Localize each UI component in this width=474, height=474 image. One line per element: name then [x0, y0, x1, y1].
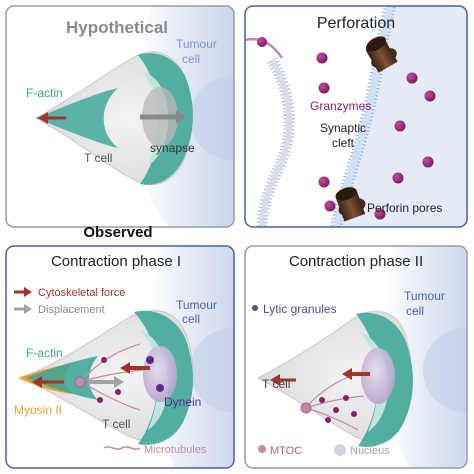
force-arrow-head: [270, 374, 280, 386]
f-actin-label: F-actin: [26, 346, 63, 360]
panel-title: Perforation: [317, 15, 395, 32]
tumour-label: Tumour: [176, 37, 217, 51]
nucleus: [143, 346, 177, 402]
legend-displacement: Displacement: [38, 304, 105, 316]
legend-displacement-swatch-head: [24, 304, 32, 314]
tumour-label: Tumour: [404, 289, 445, 303]
granzyme-dot: [257, 37, 267, 47]
mtoc-label: MTOC: [270, 445, 302, 457]
tumour-label: Tumour: [176, 298, 217, 312]
lytic-granule: [351, 411, 357, 417]
perforin-pores-label: Perforin pores: [367, 201, 442, 215]
t-cell-label: T cell: [262, 377, 290, 391]
legend-cytoskeletal-force: Cytoskeletal force: [38, 287, 125, 299]
legend-microtubule-swatch: [103, 446, 141, 450]
granzyme-dot: [394, 120, 406, 132]
lytic-granule: [319, 397, 325, 403]
legend-force-swatch-head: [24, 287, 32, 297]
panel-frame: [244, 5, 468, 228]
synapse-label: synapse: [150, 141, 195, 155]
tumour-nucleus: [190, 76, 234, 160]
lytic-granule: [101, 357, 107, 363]
displacement-arrow-head: [176, 110, 186, 124]
force-arrow-head: [120, 362, 130, 374]
perforin-pore-top: [365, 36, 398, 73]
granzyme-dot: [324, 200, 336, 212]
observed-heading: Observed: [83, 224, 152, 241]
f-actin-lamella: [26, 356, 98, 400]
panel-hypothetical: Hypothetical Tumour cell F-actin T cell …: [5, 5, 235, 228]
nucleus-legend-dot: [334, 444, 346, 456]
panel-title: Contraction phase II: [289, 253, 423, 270]
panel-contraction-2: Contraction phase II Lytic granules Tumo…: [244, 245, 468, 469]
f-actin-label: F-actin: [26, 86, 63, 100]
granzyme-dot: [392, 172, 404, 184]
t-cell-label: T cell: [102, 417, 130, 431]
lytic-granules-label: Lytic granules: [263, 302, 337, 316]
granzyme-dot: [424, 90, 436, 102]
microtubules-label: Microtubules: [144, 444, 207, 456]
f-actin-lamella: [36, 88, 118, 148]
granzyme-dot: [318, 82, 330, 94]
granzyme-dot: [374, 208, 386, 220]
perforin-pore-bottom: [335, 187, 366, 222]
panel-contraction-1: Contraction phase I Cytoskeletal force D…: [5, 245, 235, 469]
lytic-granule: [115, 389, 121, 395]
t-cell-label: T cell: [84, 151, 112, 165]
tumour-cytoplasm: [336, 6, 467, 227]
tumour-nucleus: [190, 328, 234, 412]
panel-perforation: Perforation Granzymes Synaptic cleft Per…: [244, 5, 468, 228]
lytic-granule: [333, 407, 339, 413]
tumour-nucleus: [423, 328, 467, 412]
mtoc-legend-dot: [258, 445, 266, 453]
nucleus: [361, 348, 395, 404]
cell-label: cell: [406, 304, 424, 318]
nucleus-label: Nucleus: [350, 445, 390, 457]
dynein-dot: [146, 356, 154, 364]
panel-frame: [5, 245, 235, 469]
granzyme-dot: [406, 72, 418, 84]
panel-frame: [244, 245, 468, 469]
granzyme-dot: [318, 176, 330, 188]
force-arrow-head: [342, 368, 352, 380]
force-arrow-head: [38, 112, 48, 124]
cleft-label: cleft: [332, 136, 355, 150]
granzyme-dot: [316, 52, 328, 64]
lytic-granule-legend-dot: [252, 305, 258, 311]
lytic-granule: [97, 397, 103, 403]
cell-label: cell: [182, 312, 200, 326]
lytic-granule: [343, 395, 349, 401]
cell-label: cell: [182, 52, 200, 66]
dynein-label: Dynein: [164, 395, 201, 409]
granzyme-dot: [422, 156, 434, 168]
panel-frame: [5, 5, 235, 228]
myosin-ii-label: Myosin II: [14, 403, 62, 417]
force-arrow-head: [32, 376, 42, 388]
panel-title: Hypothetical: [66, 18, 168, 37]
granzymes-label: Granzymes: [310, 99, 371, 113]
panel-title: Contraction phase I: [51, 253, 181, 270]
displacement-arrow-head: [114, 376, 124, 388]
dynein-dot: [156, 384, 164, 392]
mtoc-dot: [74, 376, 86, 388]
microtubule-network: [79, 343, 145, 411]
mtoc-dot: [300, 402, 312, 414]
t-cell-membrane-core: [259, 58, 293, 227]
lytic-granule: [325, 417, 331, 423]
synaptic-label: Synaptic: [320, 121, 366, 135]
